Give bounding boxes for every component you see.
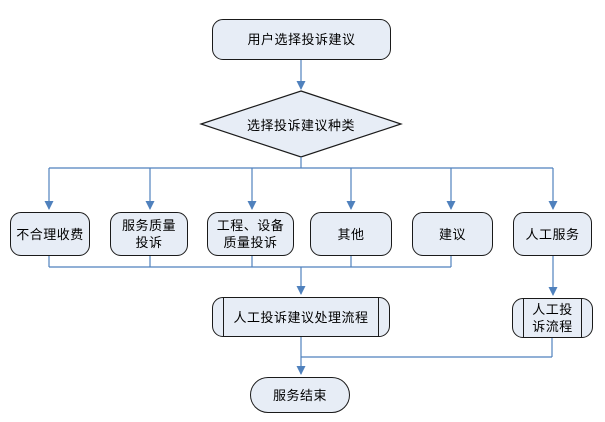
connector-decision-to-branches [44,157,558,210]
node-manual-complaint-process: 人工投诉流程 [512,298,593,338]
node-start: 用户选择投诉建议 [212,19,391,60]
node-start-label: 用户选择投诉建议 [247,32,356,47]
node-service-quality-complaint-label: 服务质量投诉 [121,218,176,250]
node-manual-complaint-suggestion-process-label: 人工投诉建议处理流程 [233,309,369,325]
node-manual-service: 人工服务 [513,212,592,256]
node-engineering-equipment-complaint: 工程、设备质量投诉 [207,212,294,256]
node-service-end-label: 服务结束 [272,387,327,403]
node-unreasonable-charges-label: 不合理收费 [16,226,84,242]
node-suggestion: 建议 [412,212,493,256]
connector-branches-to-main-process [48,256,452,295]
node-decision-label: 选择投诉建议种类 [246,117,355,133]
node-suggestion-label: 建议 [438,226,466,242]
node-manual-service-label: 人工服务 [525,226,580,242]
connector-processes-to-end [296,337,553,375]
node-unreasonable-charges: 不合理收费 [10,212,90,256]
node-manual-complaint-process-label: 人工投诉流程 [532,302,573,334]
node-manual-complaint-suggestion-process: 人工投诉建议处理流程 [212,297,390,337]
node-engineering-equipment-complaint-label: 工程、设备质量投诉 [216,218,285,250]
node-service-quality-complaint: 服务质量投诉 [110,212,188,256]
node-other-label: 其他 [337,226,365,242]
node-other: 其他 [310,212,392,256]
node-service-end: 服务结束 [250,377,350,413]
node-decision: 选择投诉建议种类 [201,110,401,138]
